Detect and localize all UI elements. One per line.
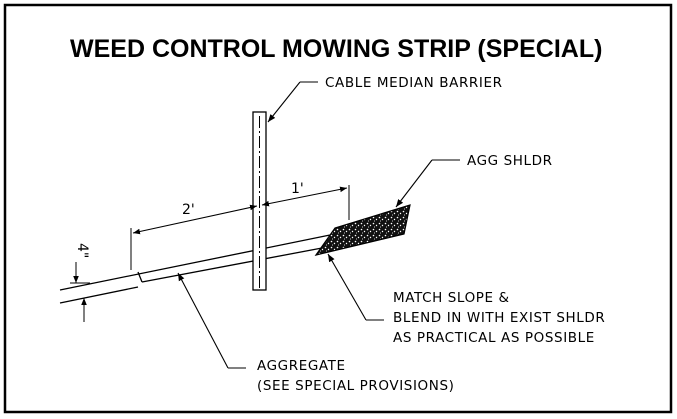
label-match-slope-2: BLEND IN WITH EXIST SHLDR [393,310,605,326]
label-match-slope-3: AS PRACTICAL AS POSSIBLE [393,330,595,346]
dimension-2ft [130,204,258,270]
drawing-title: WEED CONTROL MOWING STRIP (SPECIAL) [70,35,602,63]
dimension-2ft-label: 2' [182,202,195,218]
leader-aggregate [177,272,246,369]
dimension-1ft-label: 1' [291,181,304,197]
leader-cable-barrier [267,81,318,123]
leader-agg-shoulder [395,159,460,208]
label-aggregate-2: (SEE SPECIAL PROVISIONS) [257,378,455,394]
label-cable-barrier: CABLE MEDIAN BARRIER [325,75,503,91]
dimension-4in-label: 4" [74,243,90,258]
leader-match-slope [327,253,384,321]
cable-barrier-post [252,111,267,291]
aggregate-strip [59,234,331,304]
label-match-slope-1: MATCH SLOPE & [393,290,510,306]
dimension-1ft [261,185,350,220]
label-aggregate-1: AGGREGATE [257,358,346,374]
drawing-frame [3,3,673,414]
label-agg-shoulder: AGG SHLDR [467,153,553,169]
agg-shoulder-wedge [314,204,411,256]
dimension-4in [70,262,90,322]
